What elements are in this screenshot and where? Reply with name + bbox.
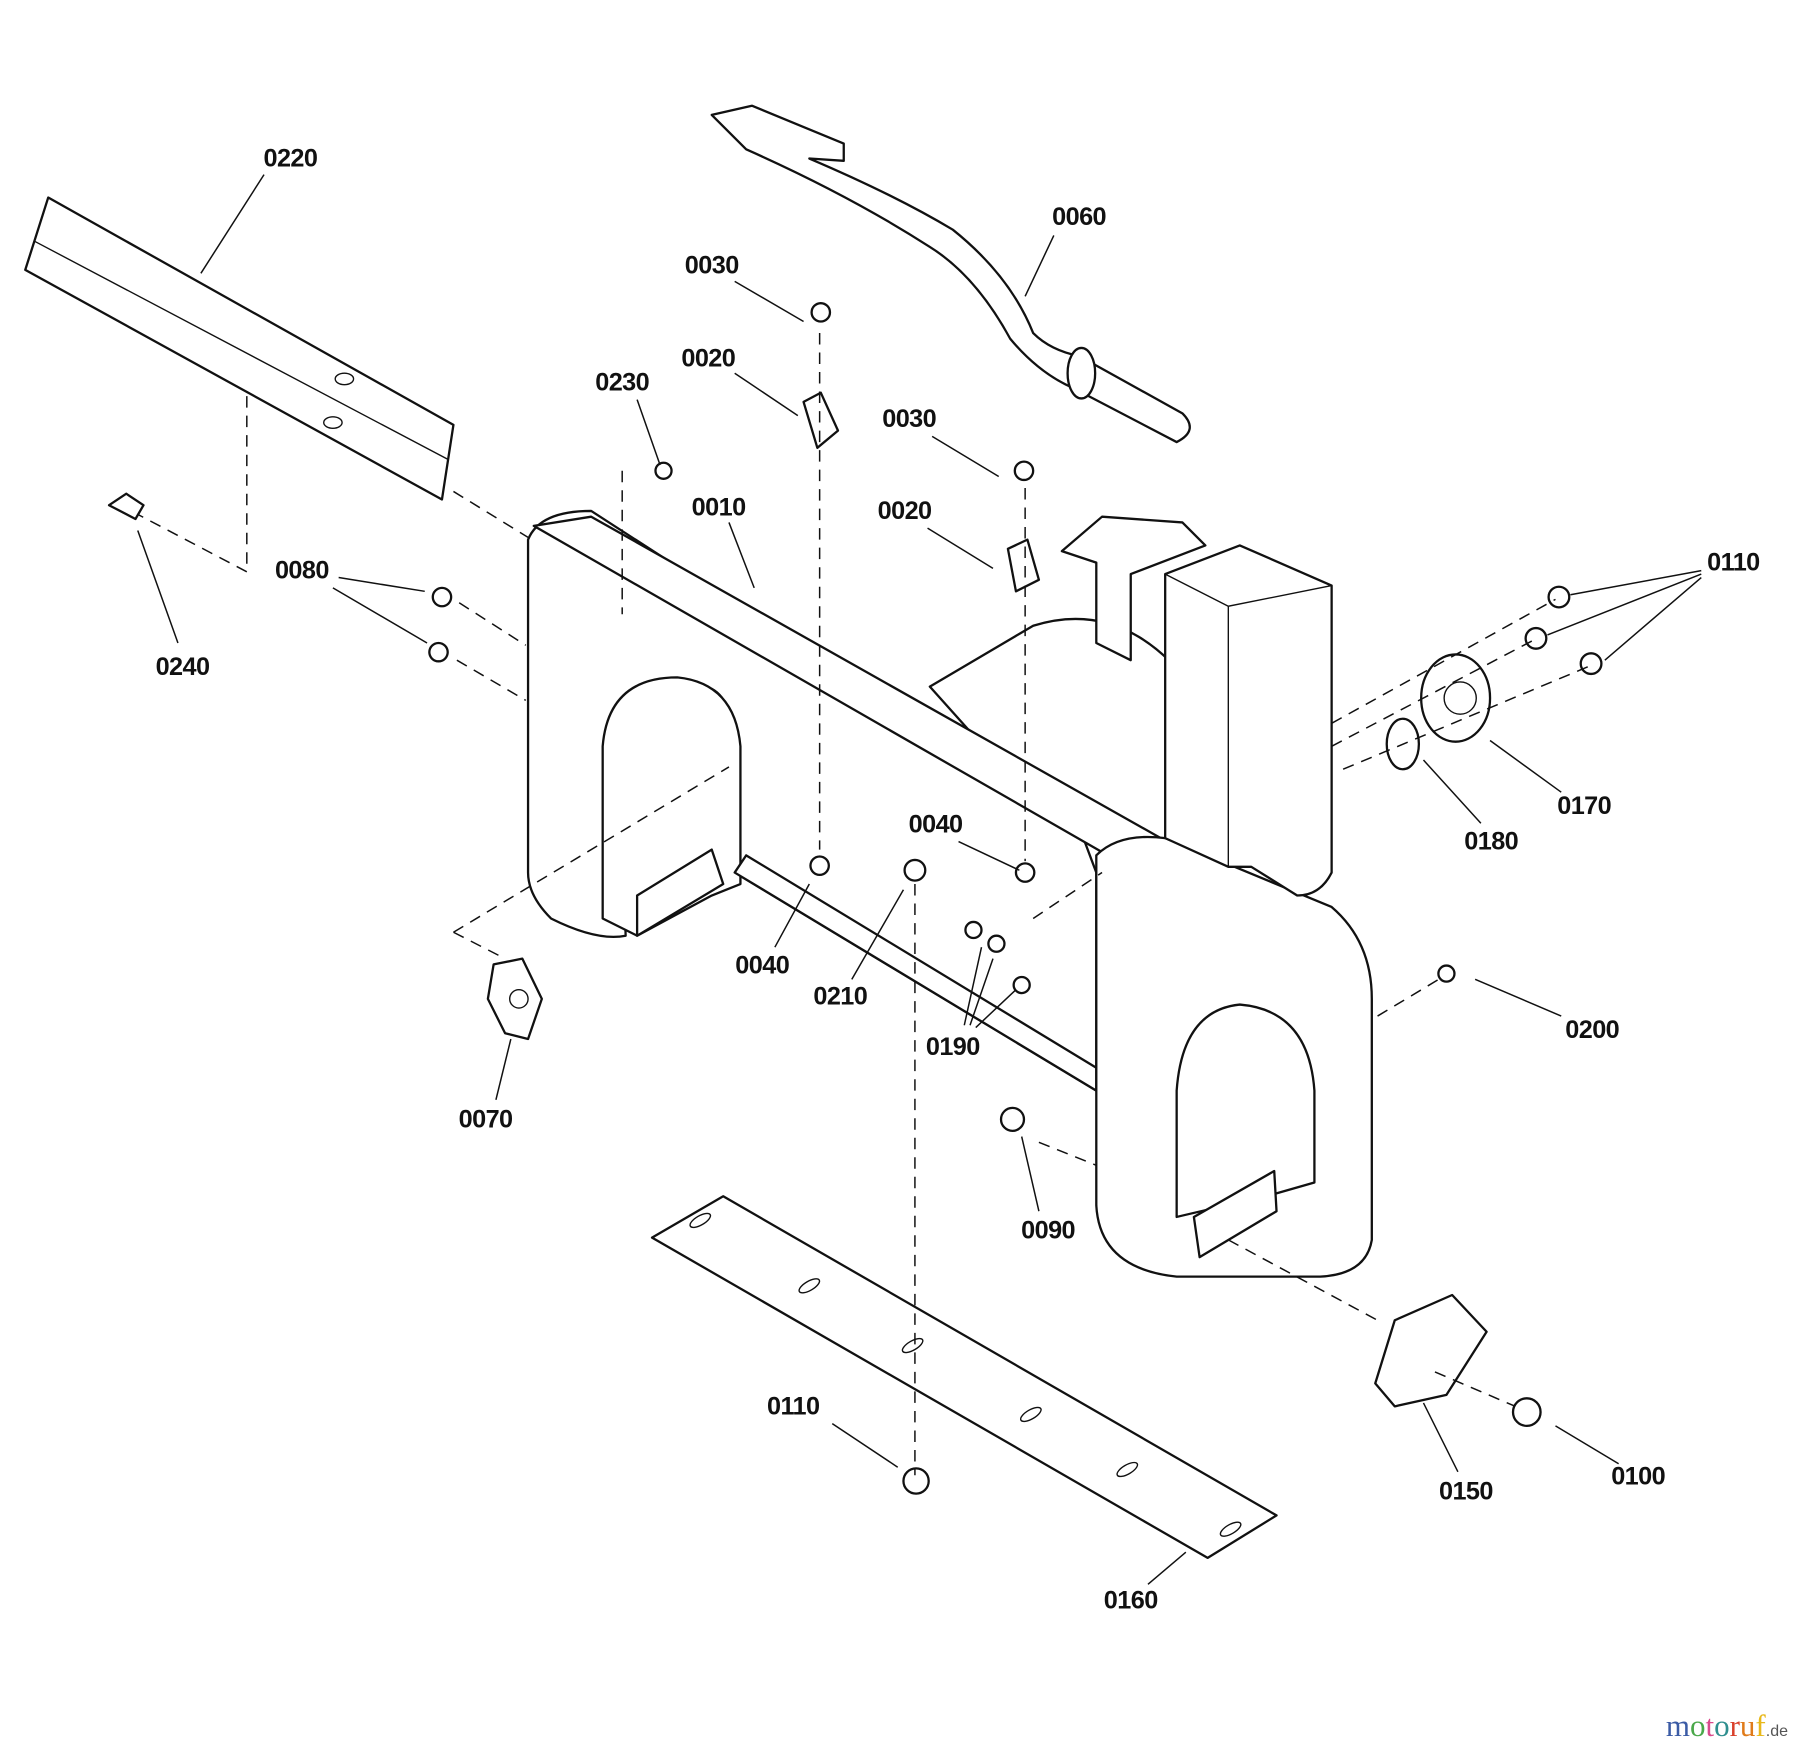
label-0180: 0180	[1464, 828, 1518, 856]
watermark-letter: r	[1729, 1708, 1740, 1743]
label-0200: 0200	[1565, 1016, 1619, 1044]
label-0150: 0150	[1439, 1477, 1493, 1505]
label-0110: 0110	[767, 1392, 819, 1420]
watermark-letter: o	[1714, 1708, 1730, 1743]
watermark-letter: u	[1739, 1708, 1756, 1743]
watermark-text: motoruf	[1666, 1708, 1766, 1743]
crank-rod-0060	[710, 104, 1191, 444]
small-parts	[107, 302, 1603, 1495]
label-0040: 0040	[909, 810, 963, 838]
label-0110: 0110	[1707, 549, 1759, 577]
label-0020: 0020	[681, 344, 735, 372]
scraper-bar-0160	[650, 1195, 1278, 1560]
auger-housing-0010	[526, 509, 1373, 1278]
label-0160: 0160	[1104, 1586, 1158, 1614]
label-0190: 0190	[926, 1033, 980, 1061]
label-0090: 0090	[1021, 1217, 1075, 1245]
watermark-logo: motoruf.de	[1666, 1708, 1788, 1744]
label-0220: 0220	[263, 145, 317, 173]
label-0030: 0030	[882, 405, 936, 433]
leader-lines	[137, 174, 1702, 1585]
watermark-letter: m	[1665, 1708, 1690, 1743]
label-0010: 0010	[692, 494, 746, 522]
label-0240: 0240	[156, 653, 210, 681]
label-0230: 0230	[595, 368, 649, 396]
label-0060: 0060	[1052, 203, 1106, 231]
label-0040: 0040	[735, 952, 789, 980]
label-0020: 0020	[878, 497, 932, 525]
label-0210: 0210	[813, 983, 867, 1011]
label-0080: 0080	[275, 557, 329, 585]
label-0100: 0100	[1611, 1462, 1665, 1490]
watermark-suffix: .de	[1765, 1723, 1788, 1740]
label-0030: 0030	[685, 251, 739, 279]
watermark-letter: o	[1689, 1708, 1706, 1743]
part-labels: 0220 0060 0030 0020 0230 0030 0010 0020 …	[156, 145, 1761, 1615]
watermark-letter: t	[1705, 1708, 1715, 1743]
deflector-0220	[24, 196, 455, 501]
assembly-lines	[137, 333, 1591, 1476]
label-0070: 0070	[459, 1105, 513, 1133]
label-0170: 0170	[1557, 792, 1611, 820]
watermark-letter: f	[1755, 1708, 1766, 1743]
